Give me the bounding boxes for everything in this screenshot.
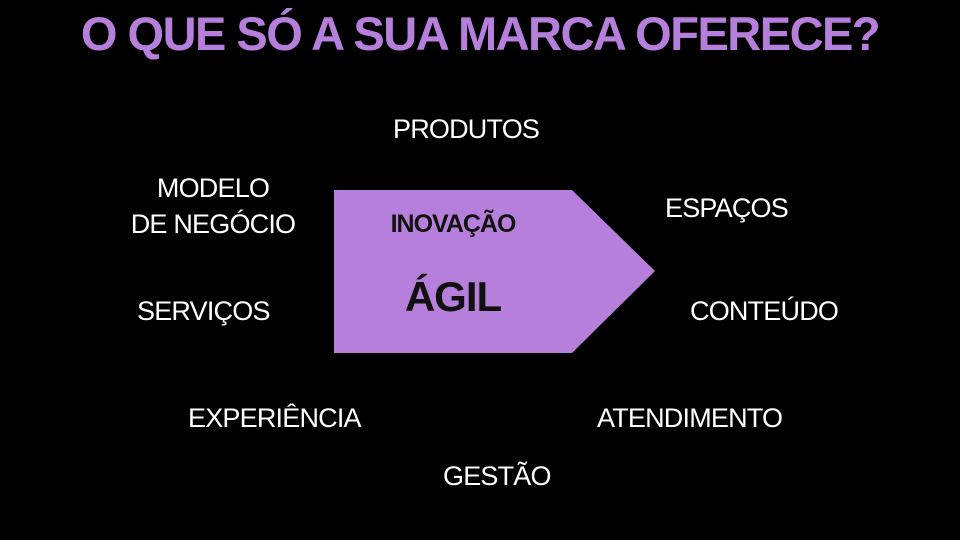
item-produtos: PRODUTOS — [393, 114, 540, 144]
item-servicos: SERVIÇOS — [137, 296, 270, 326]
item-experiencia: EXPERIÊNCIA — [188, 403, 362, 433]
item-modelo-line1: MODELO — [156, 173, 270, 203]
arrow-polygon — [334, 190, 655, 353]
item-conteudo: CONTEÚDO — [690, 296, 839, 326]
item-gestao: GESTÃO — [443, 461, 552, 491]
slide-title: O QUE SÓ A SUA MARCA OFERECE? — [80, 7, 881, 60]
arrow-label-inovacao: INOVAÇÃO — [390, 210, 517, 238]
item-espacos: ESPAÇOS — [665, 193, 789, 223]
item-atendimento: ATENDIMENTO — [597, 403, 783, 433]
item-modelo-line2: DE NEGÓCIO — [130, 209, 296, 239]
arrow-label-agil: ÁGIL — [404, 273, 502, 320]
